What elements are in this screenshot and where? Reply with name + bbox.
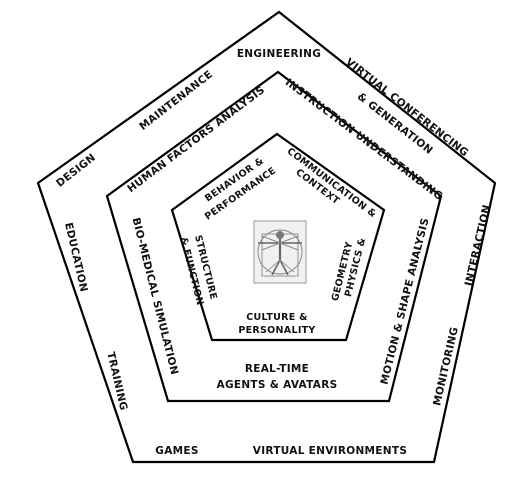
label-education: EDUCATION: [62, 221, 90, 293]
label-maintenance: MAINTENANCE: [137, 68, 215, 133]
label-training: TRAINING: [104, 351, 129, 412]
label-virtual-environments: VIRTUAL ENVIRONMENTS: [253, 445, 407, 457]
label-culture: CULTURE &: [246, 312, 307, 323]
outer-pentagon: [36, 10, 497, 464]
label-motion-shape-analysis: MOTION & SHAPE ANALYSIS: [379, 217, 432, 386]
label-interaction: INTERACTION: [463, 204, 493, 288]
inner-pentagon: [170, 132, 386, 342]
label-personality: PERSONALITY: [238, 325, 315, 336]
vitruvian-man-image: [253, 220, 307, 284]
label-communication: COMMUNICATION &: [285, 146, 379, 220]
label-design: DESIGN: [54, 152, 98, 190]
middle-pentagon: [105, 70, 443, 403]
label-engineering: ENGINEERING: [237, 48, 321, 60]
label-realtime: REAL-TIME: [245, 363, 309, 375]
label-monitoring: MONITORING: [431, 326, 461, 407]
label-agents-avatars: AGENTS & AVATARS: [217, 379, 338, 391]
label-games: GAMES: [155, 445, 198, 457]
